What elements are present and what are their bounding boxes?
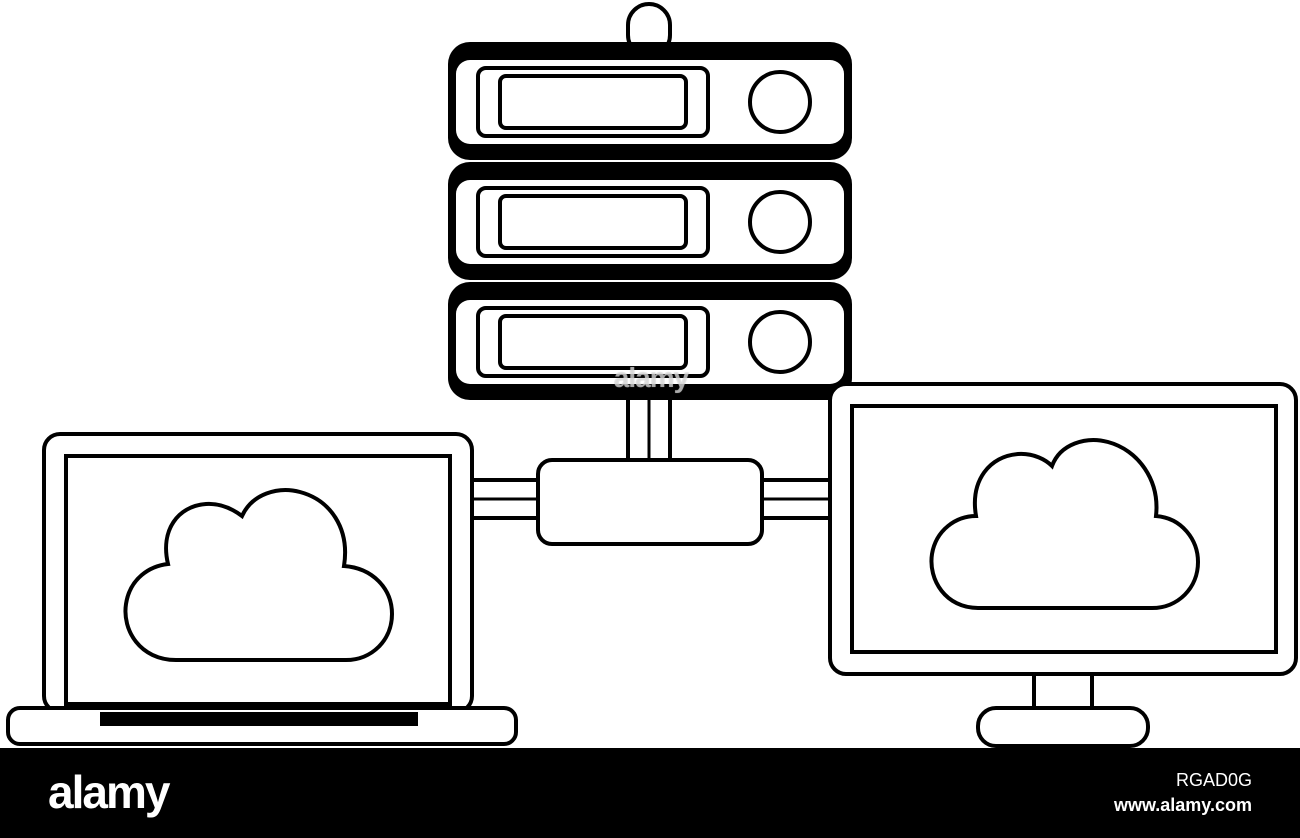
server-drive (448, 42, 852, 160)
server-drive (448, 282, 852, 400)
cloud-icon (123, 488, 395, 662)
footer-url: www.alamy.com (1113, 795, 1252, 815)
footer-meta: RGAD0G www.alamy.com (1114, 768, 1252, 818)
monitor-base (976, 706, 1150, 748)
server-rack-icon (448, 2, 852, 400)
desktop-monitor-icon (828, 382, 1298, 748)
server-drive (448, 162, 852, 280)
alamy-logo: alamy (48, 766, 170, 818)
network-hub-icon (536, 458, 764, 546)
laptop-trackpad (100, 712, 418, 726)
laptop-icon (6, 432, 518, 746)
cloud-icon (929, 438, 1201, 610)
watermark-text: alamy (613, 362, 689, 393)
image-id: RGAD0G (1175, 770, 1252, 790)
network-connectors (468, 396, 832, 546)
network-illustration (6, 2, 1298, 748)
watermark-footer: alamy RGAD0G www.alamy.com (0, 748, 1300, 838)
